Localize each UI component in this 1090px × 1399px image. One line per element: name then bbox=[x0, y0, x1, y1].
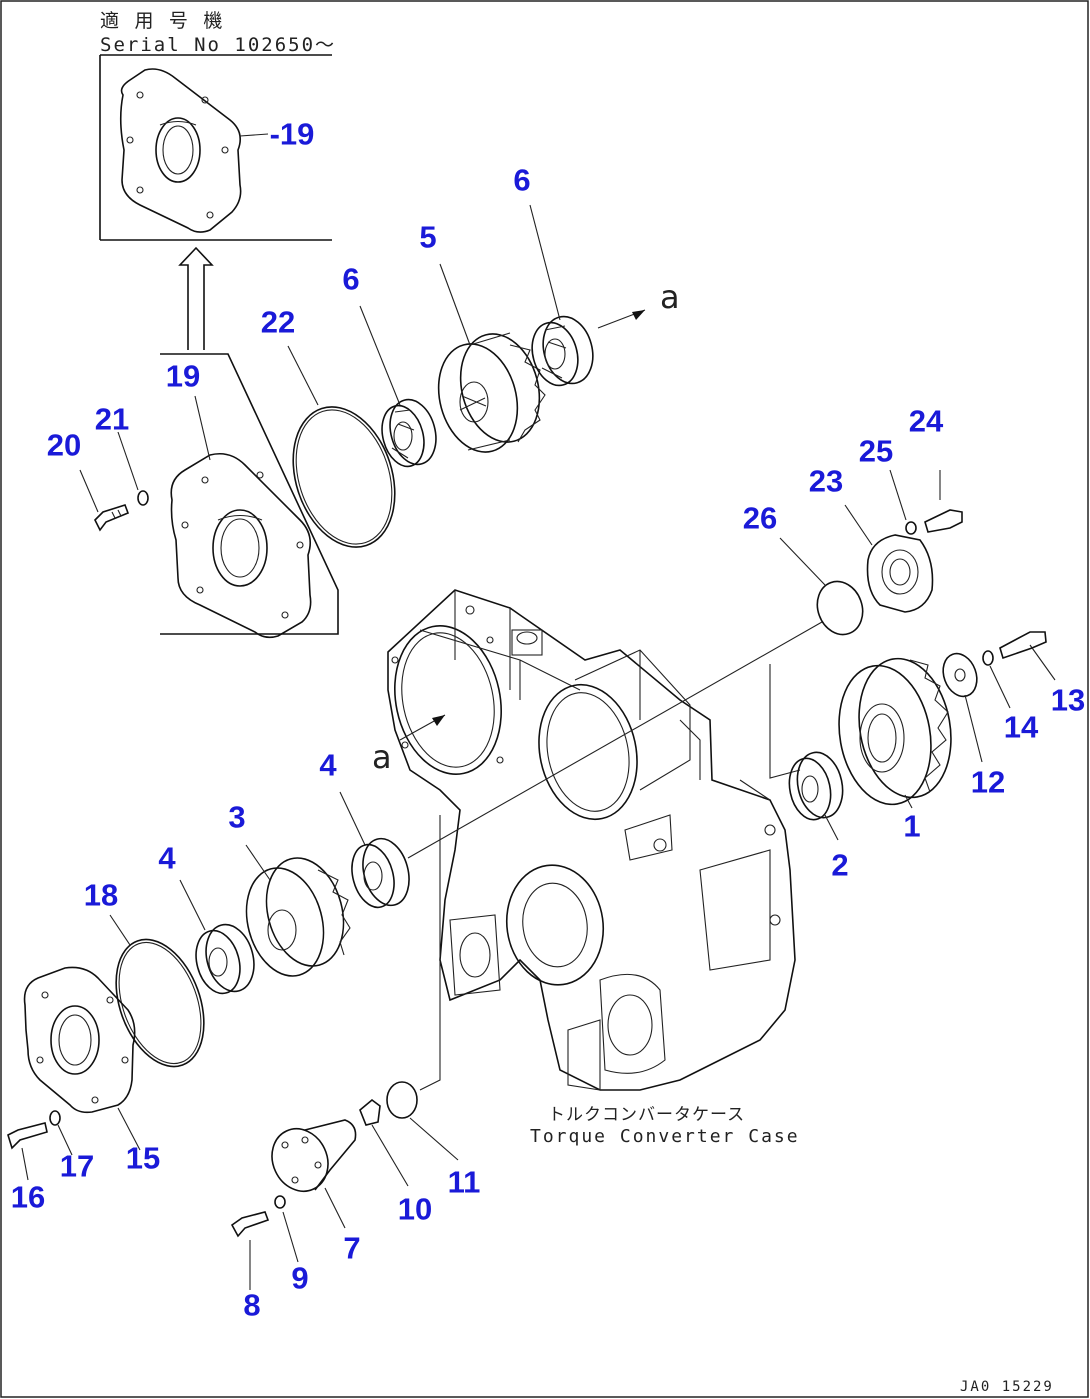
cover-part-15 bbox=[23, 966, 136, 1114]
bearing-part-4-lower bbox=[195, 923, 255, 995]
oring-part-18 bbox=[115, 938, 205, 1068]
inset-box bbox=[99, 54, 332, 241]
callout-15: 15 bbox=[125, 1140, 161, 1176]
gear-part-5 bbox=[437, 332, 546, 453]
oring-part-26 bbox=[816, 580, 864, 636]
bolt-part-20 bbox=[94, 504, 130, 532]
callout-14: 14 bbox=[1003, 709, 1039, 745]
gear-part-3 bbox=[245, 857, 351, 977]
callout-6-left: 6 bbox=[342, 261, 360, 297]
drawing-code: JA0 15229 bbox=[960, 1379, 1054, 1395]
callout-18: 18 bbox=[83, 877, 119, 913]
washer-part-25 bbox=[905, 521, 917, 535]
inset-cover-part-19 bbox=[119, 68, 242, 233]
callout-23: 23 bbox=[808, 463, 844, 499]
bolt-part-8 bbox=[230, 1211, 270, 1238]
callout-22: 22 bbox=[260, 304, 296, 340]
callout-16: 16 bbox=[10, 1179, 46, 1215]
callout-24: 24 bbox=[908, 403, 944, 439]
callout-25: 25 bbox=[858, 433, 894, 469]
reference-mark-a-case: a bbox=[372, 738, 392, 776]
callout-19-main: 19 bbox=[165, 358, 201, 394]
bolt-part-16 bbox=[7, 1122, 48, 1150]
serial-label-en: Serial No 102650～ bbox=[100, 34, 337, 56]
callout-19-inset: -19 bbox=[269, 116, 315, 152]
callout-20: 20 bbox=[46, 427, 82, 463]
callout-1: 1 bbox=[903, 808, 921, 844]
callout-9: 9 bbox=[291, 1260, 309, 1296]
gear-part-1 bbox=[838, 657, 952, 806]
callout-8: 8 bbox=[243, 1287, 261, 1323]
assembly-line-right bbox=[769, 664, 801, 779]
oring-part-11 bbox=[386, 1081, 418, 1119]
case-label-jp: トルクコンバータケース bbox=[548, 1105, 746, 1125]
bearing-part-4-upper bbox=[351, 837, 410, 909]
plug-part-10 bbox=[359, 1098, 381, 1126]
callout-7: 7 bbox=[343, 1230, 361, 1266]
callout-21: 21 bbox=[94, 401, 130, 437]
cover-part-19 bbox=[170, 452, 312, 639]
callout-17: 17 bbox=[59, 1148, 95, 1184]
plate-part-12 bbox=[942, 652, 978, 698]
bolt-part-13 bbox=[999, 631, 1047, 660]
serial-label-jp: 適 用 号 機 bbox=[100, 10, 225, 32]
bolt-part-24 bbox=[924, 470, 963, 533]
bearing-part-2 bbox=[788, 751, 844, 821]
case-label-en: Torque Converter Case bbox=[530, 1126, 800, 1147]
callout-6-right: 6 bbox=[513, 162, 531, 198]
flange-part-7 bbox=[271, 1119, 357, 1192]
bearing-part-6-left bbox=[381, 398, 437, 468]
washer-part-21 bbox=[137, 490, 149, 506]
callout-12: 12 bbox=[970, 764, 1006, 800]
callout-13: 13 bbox=[1050, 682, 1086, 718]
assembly-line-11 bbox=[419, 815, 441, 1091]
group-bracket bbox=[160, 353, 339, 635]
callout-4-upper: 4 bbox=[319, 747, 337, 783]
leader-lines bbox=[21, 204, 1056, 1290]
callout-26: 26 bbox=[742, 500, 778, 536]
variant-arrow bbox=[178, 246, 214, 350]
callout-2: 2 bbox=[831, 847, 849, 883]
torque-converter-case bbox=[387, 589, 796, 1091]
assembly-line-left bbox=[407, 621, 823, 859]
callout-11: 11 bbox=[447, 1164, 481, 1200]
reference-mark-a-top: a bbox=[660, 278, 680, 316]
washer-part-14 bbox=[982, 650, 994, 666]
cover-part-23 bbox=[866, 534, 934, 613]
callout-10: 10 bbox=[397, 1191, 433, 1227]
oring-part-22 bbox=[292, 406, 396, 548]
washer-part-9 bbox=[274, 1195, 286, 1209]
callout-3: 3 bbox=[228, 799, 246, 835]
callout-5: 5 bbox=[419, 219, 437, 255]
washer-part-17 bbox=[49, 1110, 61, 1126]
callout-4-lower: 4 bbox=[158, 840, 176, 876]
